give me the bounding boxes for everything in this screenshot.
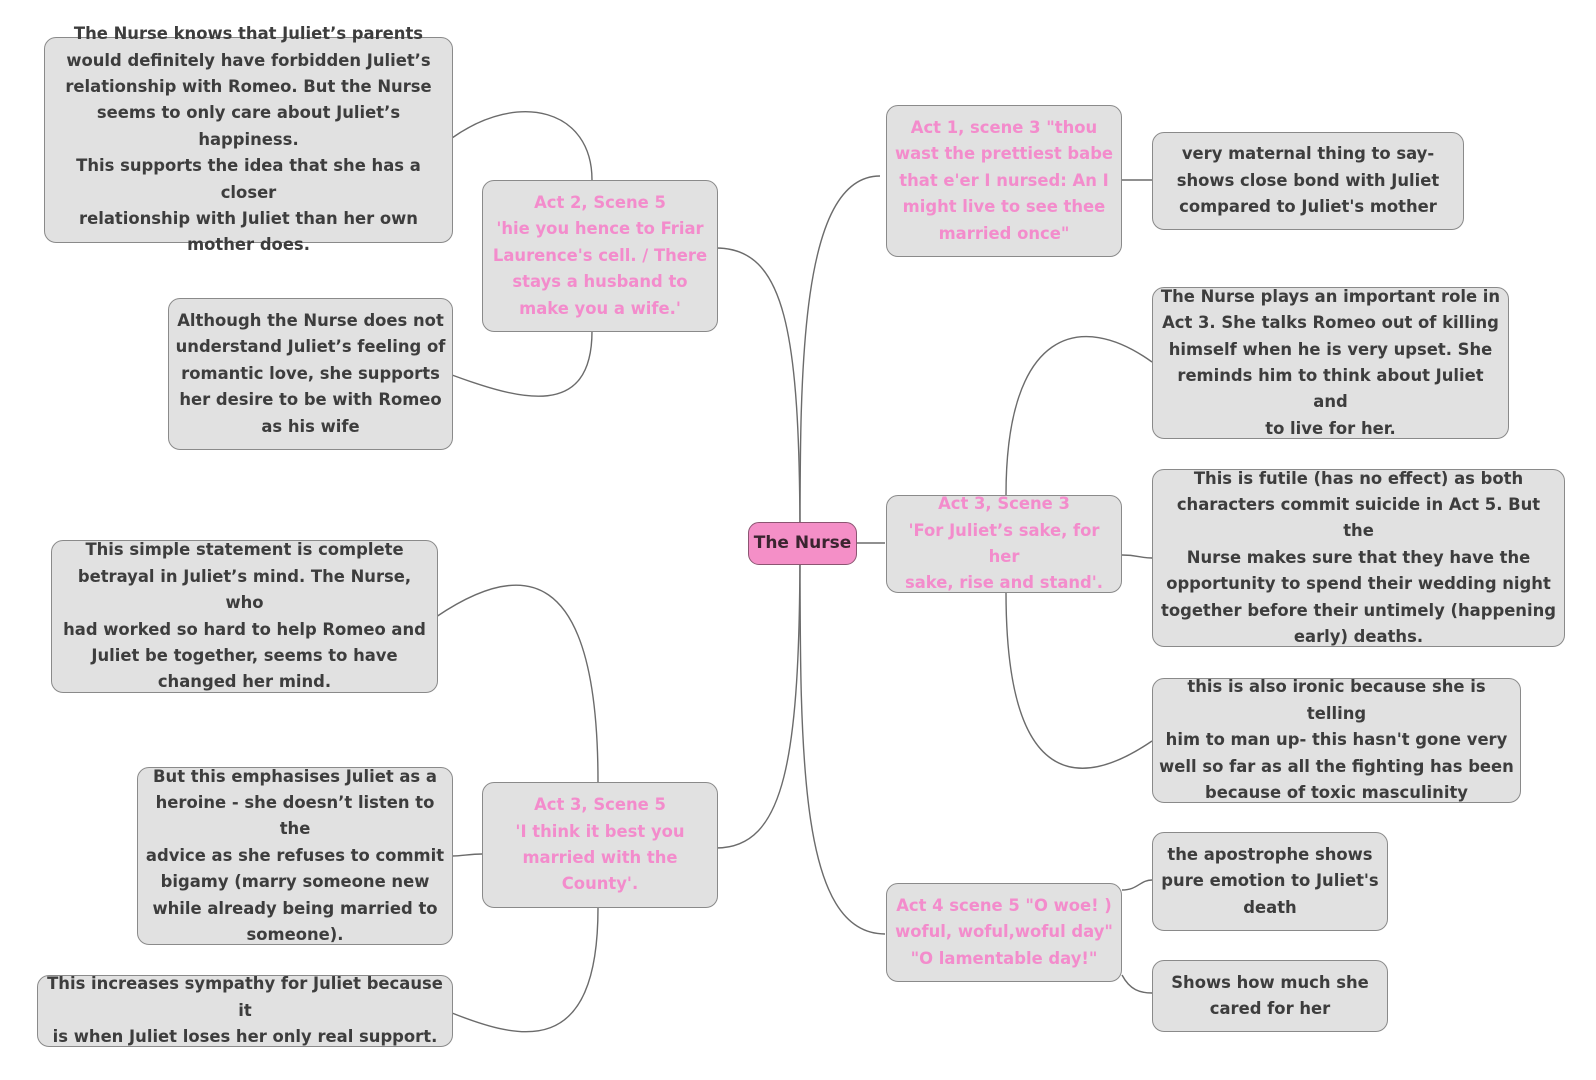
quote-act4-scene5[interactable]: Act 4 scene 5 "O woe! ) woful, woful,wof… bbox=[886, 883, 1122, 982]
link-center-act1s3 bbox=[799, 175, 881, 544]
note-act3s3-futile[interactable]: This is futile (has no effect) as both c… bbox=[1152, 469, 1565, 647]
note-act3s5-heroine[interactable]: But this emphasises Juliet as a heroine … bbox=[137, 767, 453, 945]
quote-act3-scene5[interactable]: Act 3, Scene 5 'I think it best you marr… bbox=[482, 782, 718, 908]
link-act3s5-note3 bbox=[451, 907, 599, 1033]
quote-act1-scene3[interactable]: Act 1, scene 3 "thou wast the prettiest … bbox=[886, 105, 1122, 257]
link-act2s5-note2 bbox=[451, 330, 593, 397]
quote-act3-scene3[interactable]: Act 3, Scene 3 'For Juliet’s sake, for h… bbox=[886, 494, 1122, 593]
note-act1s3-maternal[interactable]: very maternal thing to say- shows close … bbox=[1152, 132, 1464, 230]
center-topic[interactable]: The Nurse bbox=[748, 522, 857, 565]
note-act2s5-parents[interactable]: The Nurse knows that Juliet’s parents wo… bbox=[44, 24, 453, 254]
note-act3s3-important-role[interactable]: The Nurse plays an important role in Act… bbox=[1152, 287, 1509, 439]
note-act4s5-apostrophe[interactable]: the apostrophe shows pure emotion to Jul… bbox=[1152, 832, 1388, 931]
link-act3s3-note3 bbox=[1005, 591, 1153, 769]
note-act3s5-sympathy[interactable]: This increases sympathy for Juliet becau… bbox=[37, 974, 453, 1047]
note-act3s3-ironic[interactable]: this is also ironic because she is telli… bbox=[1152, 677, 1521, 803]
link-center-act4s5 bbox=[799, 542, 886, 935]
link-center-act3s5 bbox=[715, 542, 801, 849]
link-act3s3-note2 bbox=[1121, 554, 1153, 559]
link-act3s5-note2 bbox=[451, 853, 483, 857]
note-act2s5-romantic-love[interactable]: Although the Nurse does not understand J… bbox=[168, 298, 453, 450]
link-act4s5-note2 bbox=[1121, 974, 1153, 994]
link-act3s3-note1 bbox=[1005, 335, 1153, 496]
link-center-act2s5 bbox=[715, 247, 801, 544]
note-act3s5-betrayal[interactable]: This simple statement is complete betray… bbox=[51, 540, 438, 693]
link-act2s5-note1 bbox=[451, 111, 593, 181]
link-act4s5-note1 bbox=[1121, 879, 1153, 891]
note-act4s5-cared[interactable]: Shows how much she cared for her bbox=[1152, 960, 1388, 1032]
quote-act2-scene5[interactable]: Act 2, Scene 5 'hie you hence to Friar L… bbox=[482, 180, 718, 332]
link-act3s5-note1 bbox=[435, 584, 599, 783]
